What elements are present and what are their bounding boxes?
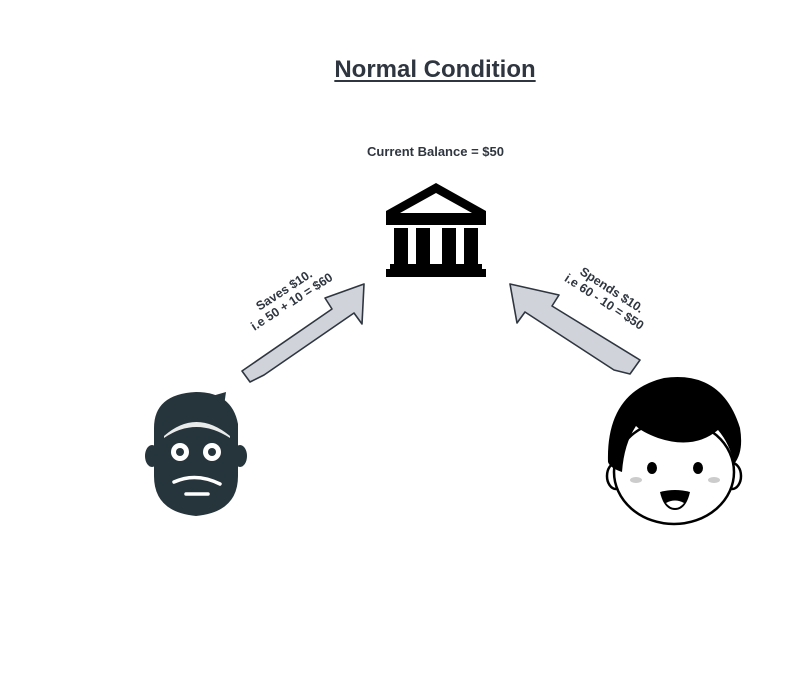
current-balance-label: Current Balance = $50: [367, 144, 504, 159]
saves-arrow: [241, 283, 365, 383]
boy-face-icon: [605, 377, 743, 526]
man-face-icon: [145, 392, 247, 516]
diagram-title: Normal Condition: [334, 56, 536, 83]
spends-arrow: [509, 283, 641, 375]
bank-icon: [386, 183, 486, 277]
